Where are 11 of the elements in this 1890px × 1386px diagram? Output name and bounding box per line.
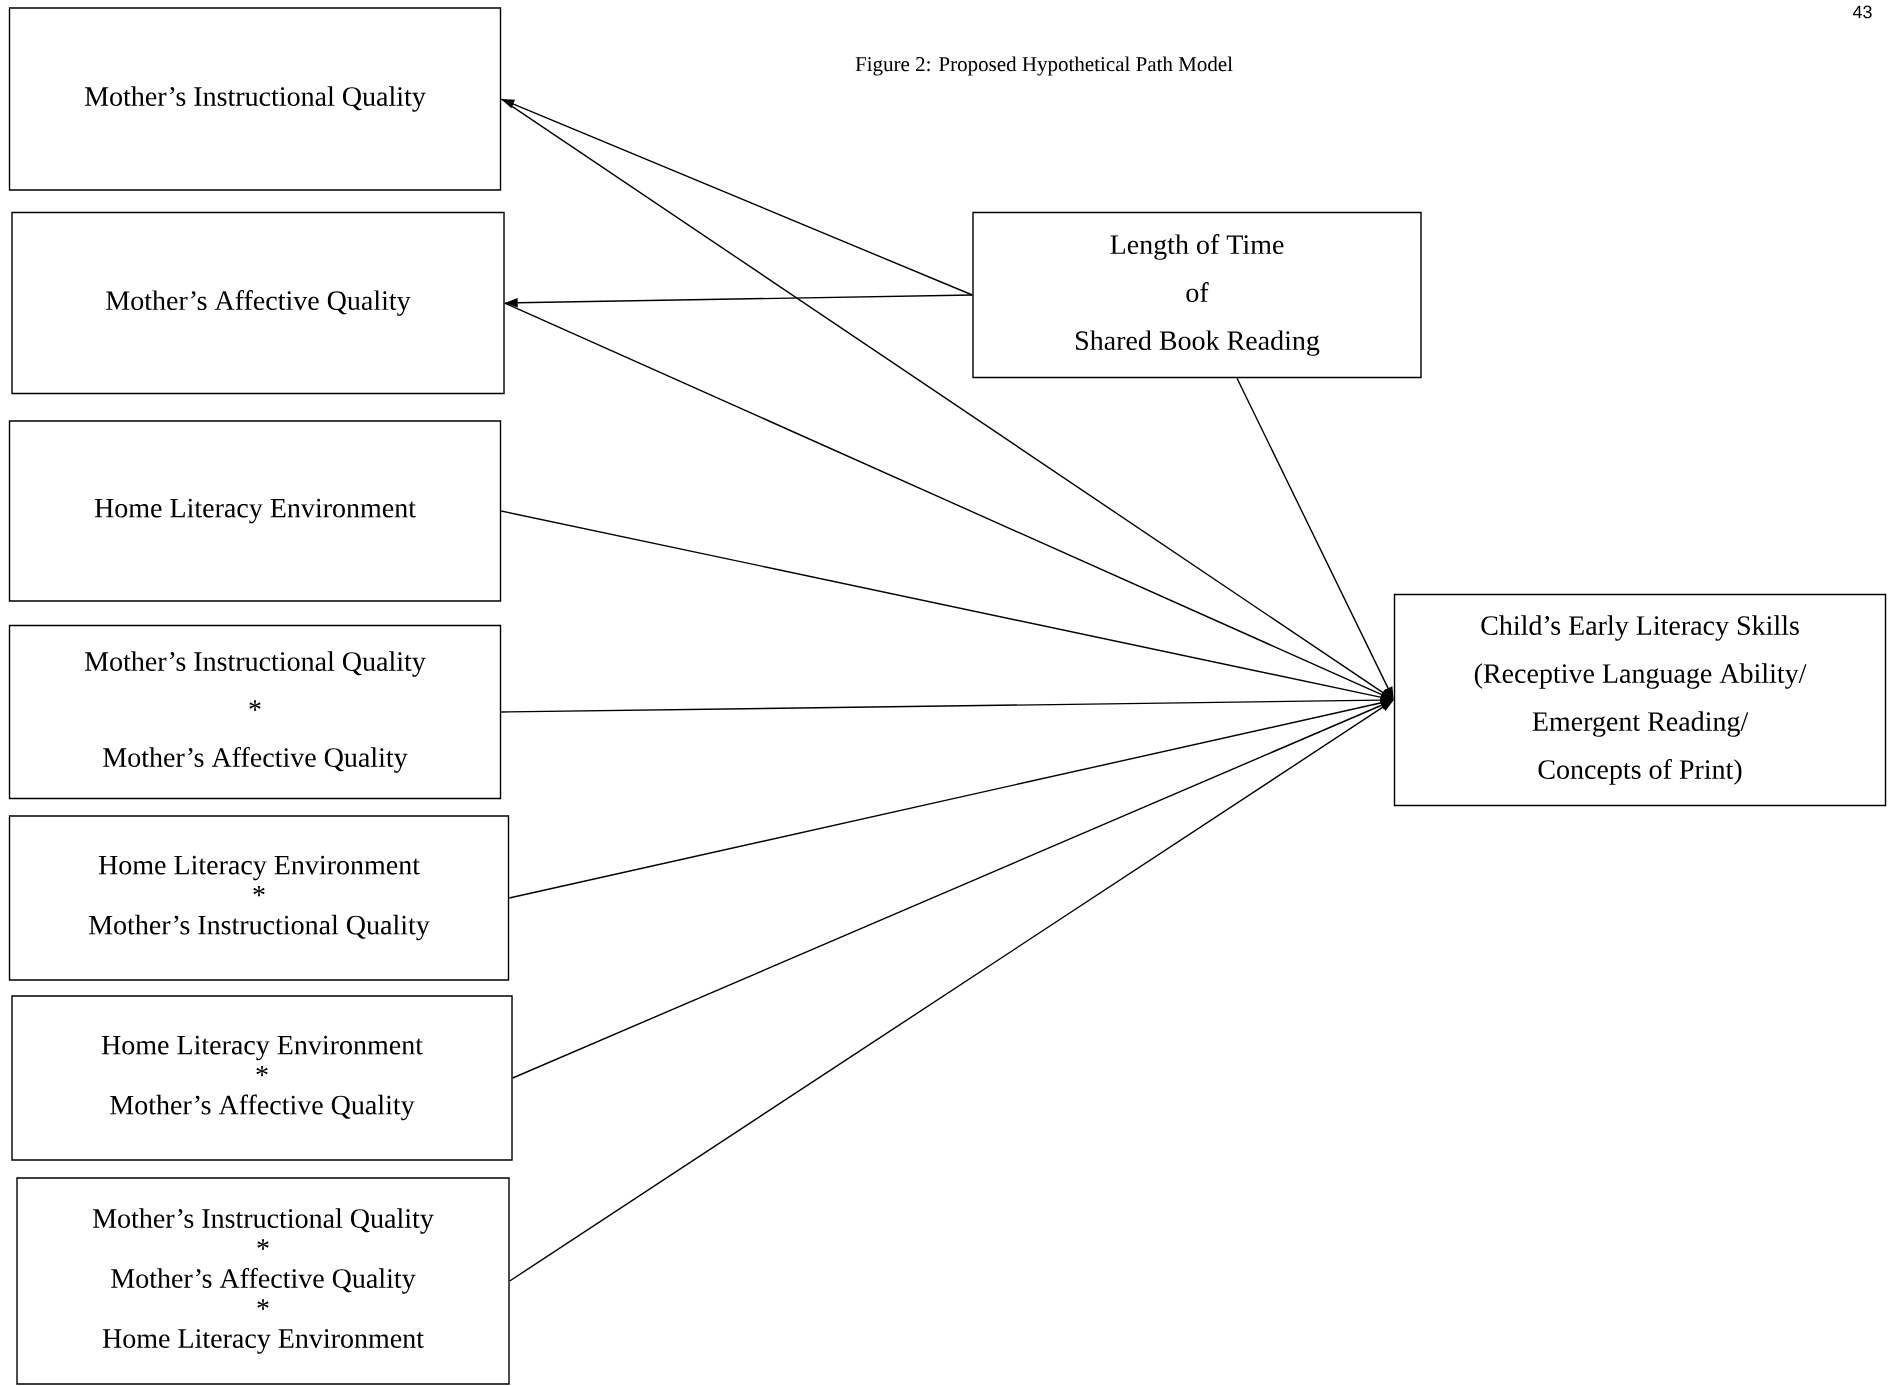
- box: Home Literacy Environment * Mother’s Affective Quality: [11, 995, 513, 1161]
- figure-title: Figure 2: Proposed Hypothetical Path Model: [855, 56, 1233, 76]
- box: Mother’s Instructional Quality * Mother’s Affective Quality * Home Literacy Environment: [16, 1177, 510, 1385]
- page-number: 43: [1852, 5, 1872, 19]
- box: Home Literacy Environment * Mother’s Instructional Quality: [8, 815, 510, 981]
- box: Child’s Early Literacy Skills (Receptive Language Ability/ Emergent Reading/ Concepts of Print): [1393, 593, 1887, 807]
- box: Home Literacy Environment: [8, 420, 502, 602]
- box: Length of Time of Shared Book Reading: [972, 211, 1422, 379]
- box: Mother’s Instructional Quality * Mother’s Affective Quality: [8, 624, 502, 800]
- box: Mother’s Affective Quality: [11, 211, 505, 395]
- box: Mother’s Instructional Quality: [8, 7, 502, 191]
